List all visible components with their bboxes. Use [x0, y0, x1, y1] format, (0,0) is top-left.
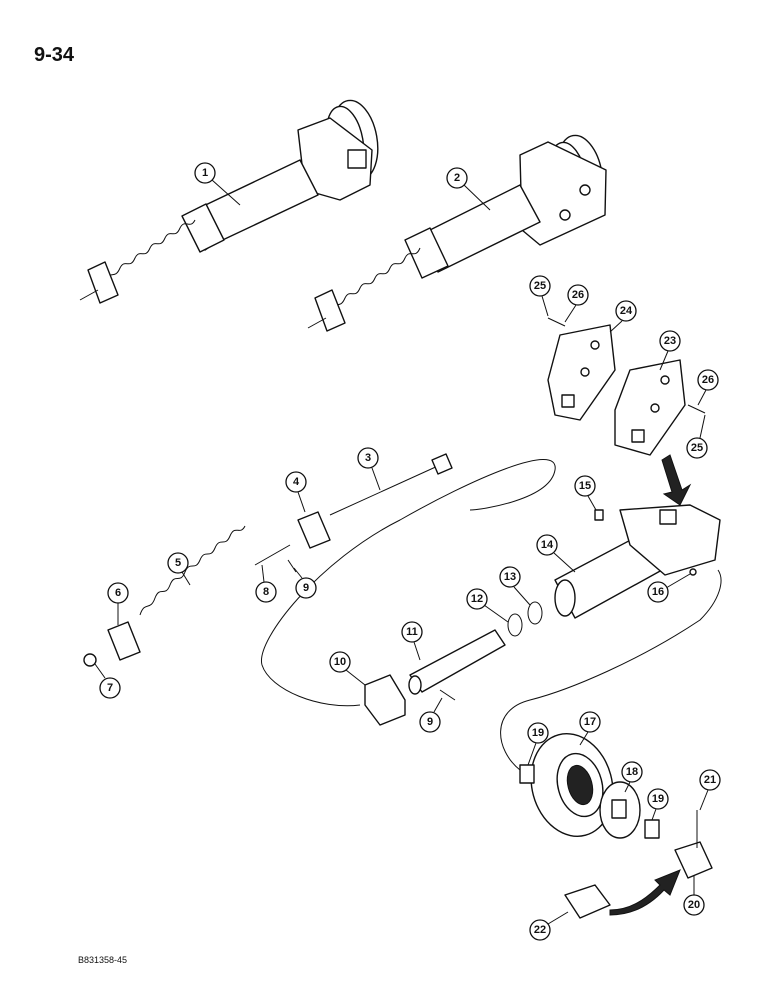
callout-18: 18 — [621, 761, 643, 793]
svg-text:13: 13 — [504, 571, 516, 583]
callout-25a: 25 — [529, 275, 551, 317]
spring-5 — [139, 525, 246, 616]
callout-8: 8 — [255, 564, 277, 603]
group-loop-left — [261, 459, 556, 707]
svg-text:12: 12 — [471, 593, 483, 605]
callout-24: 24 — [609, 300, 637, 333]
plate-6 — [107, 621, 141, 661]
callout-9b: 9 — [419, 697, 443, 733]
svg-text:11: 11 — [406, 626, 418, 638]
callout-2: 2 — [446, 167, 491, 211]
svg-text:20: 20 — [688, 899, 700, 911]
callout-16: 16 — [647, 573, 691, 603]
callout-1: 1 — [194, 162, 241, 206]
idler-assembly-1 — [79, 99, 379, 304]
curved-arrow — [609, 869, 681, 916]
fitting-16 — [689, 568, 697, 576]
callout-15: 15 — [574, 475, 597, 511]
pin-8 — [254, 544, 291, 566]
callout-25b: 25 — [686, 414, 708, 459]
callout-14: 14 — [536, 534, 576, 573]
callout-4: 4 — [285, 471, 307, 513]
callout-9a: 9 — [293, 567, 317, 599]
svg-text:25: 25 — [691, 442, 703, 454]
group-loop-right — [500, 569, 722, 771]
svg-text:1: 1 — [202, 167, 208, 179]
callout-6: 6 — [107, 582, 129, 625]
ring-12 — [507, 613, 523, 637]
nut-7 — [83, 653, 97, 667]
svg-text:18: 18 — [626, 766, 638, 778]
svg-text:15: 15 — [579, 480, 591, 492]
svg-text:22: 22 — [534, 924, 546, 936]
seal-13 — [527, 601, 543, 625]
callout-13: 13 — [499, 566, 531, 606]
callout-3: 3 — [357, 447, 381, 491]
callout-20: 20 — [683, 875, 705, 916]
figure-id: B831358-45 — [78, 955, 128, 965]
callout-23: 23 — [659, 330, 681, 371]
svg-text:19: 19 — [652, 793, 664, 805]
block-20 — [674, 841, 713, 879]
svg-text:16: 16 — [652, 586, 664, 598]
callout-10: 10 — [329, 651, 366, 686]
svg-text:25: 25 — [534, 280, 546, 292]
svg-text:10: 10 — [334, 656, 346, 668]
svg-text:26: 26 — [572, 289, 584, 301]
svg-text:24: 24 — [620, 305, 633, 317]
idler-assembly-2 — [307, 134, 607, 332]
callout-17: 17 — [579, 711, 601, 746]
svg-text:6: 6 — [115, 587, 121, 599]
svg-text:21: 21 — [704, 774, 716, 786]
roll-pin-9a — [287, 559, 297, 573]
svg-text:23: 23 — [664, 335, 676, 347]
svg-text:14: 14 — [541, 539, 554, 551]
svg-text:5: 5 — [175, 557, 181, 569]
svg-text:2: 2 — [454, 172, 460, 184]
block-10 — [364, 674, 406, 726]
spring-1 — [104, 219, 196, 281]
callout-7: 7 — [94, 663, 121, 699]
svg-text:3: 3 — [365, 452, 371, 464]
svg-text:9: 9 — [427, 716, 433, 728]
svg-text:9: 9 — [303, 582, 309, 594]
callout-11: 11 — [401, 621, 423, 661]
callout-22: 22 — [529, 911, 569, 941]
washer-19a — [519, 764, 535, 784]
svg-text:7: 7 — [107, 682, 113, 694]
callout-21: 21 — [699, 769, 721, 811]
plate-4 — [297, 511, 331, 549]
washer-19b — [644, 819, 660, 839]
page-number: 9-34 — [34, 44, 75, 66]
housing-14 — [554, 504, 721, 619]
idler-wheel-17 — [530, 733, 614, 837]
callout-12: 12 — [466, 588, 509, 623]
bolt-3 — [329, 453, 453, 516]
callout-26b: 26 — [697, 369, 719, 406]
roll-pin-9b — [439, 689, 456, 701]
mounting-plates — [547, 317, 706, 456]
svg-text:26: 26 — [702, 374, 714, 386]
bearing-18 — [599, 781, 641, 839]
svg-text:8: 8 — [263, 586, 269, 598]
callout-26a: 26 — [564, 284, 589, 323]
callout-19a: 19 — [527, 722, 549, 766]
svg-text:17: 17 — [584, 716, 596, 728]
callout-19b: 19 — [647, 788, 669, 821]
plug-15 — [594, 509, 604, 521]
callout-5: 5 — [167, 552, 191, 586]
shaft-11 — [409, 629, 506, 693]
assembly-arrow — [661, 454, 692, 506]
block-22 — [564, 884, 611, 919]
svg-text:4: 4 — [293, 476, 300, 488]
svg-text:19: 19 — [532, 727, 544, 739]
